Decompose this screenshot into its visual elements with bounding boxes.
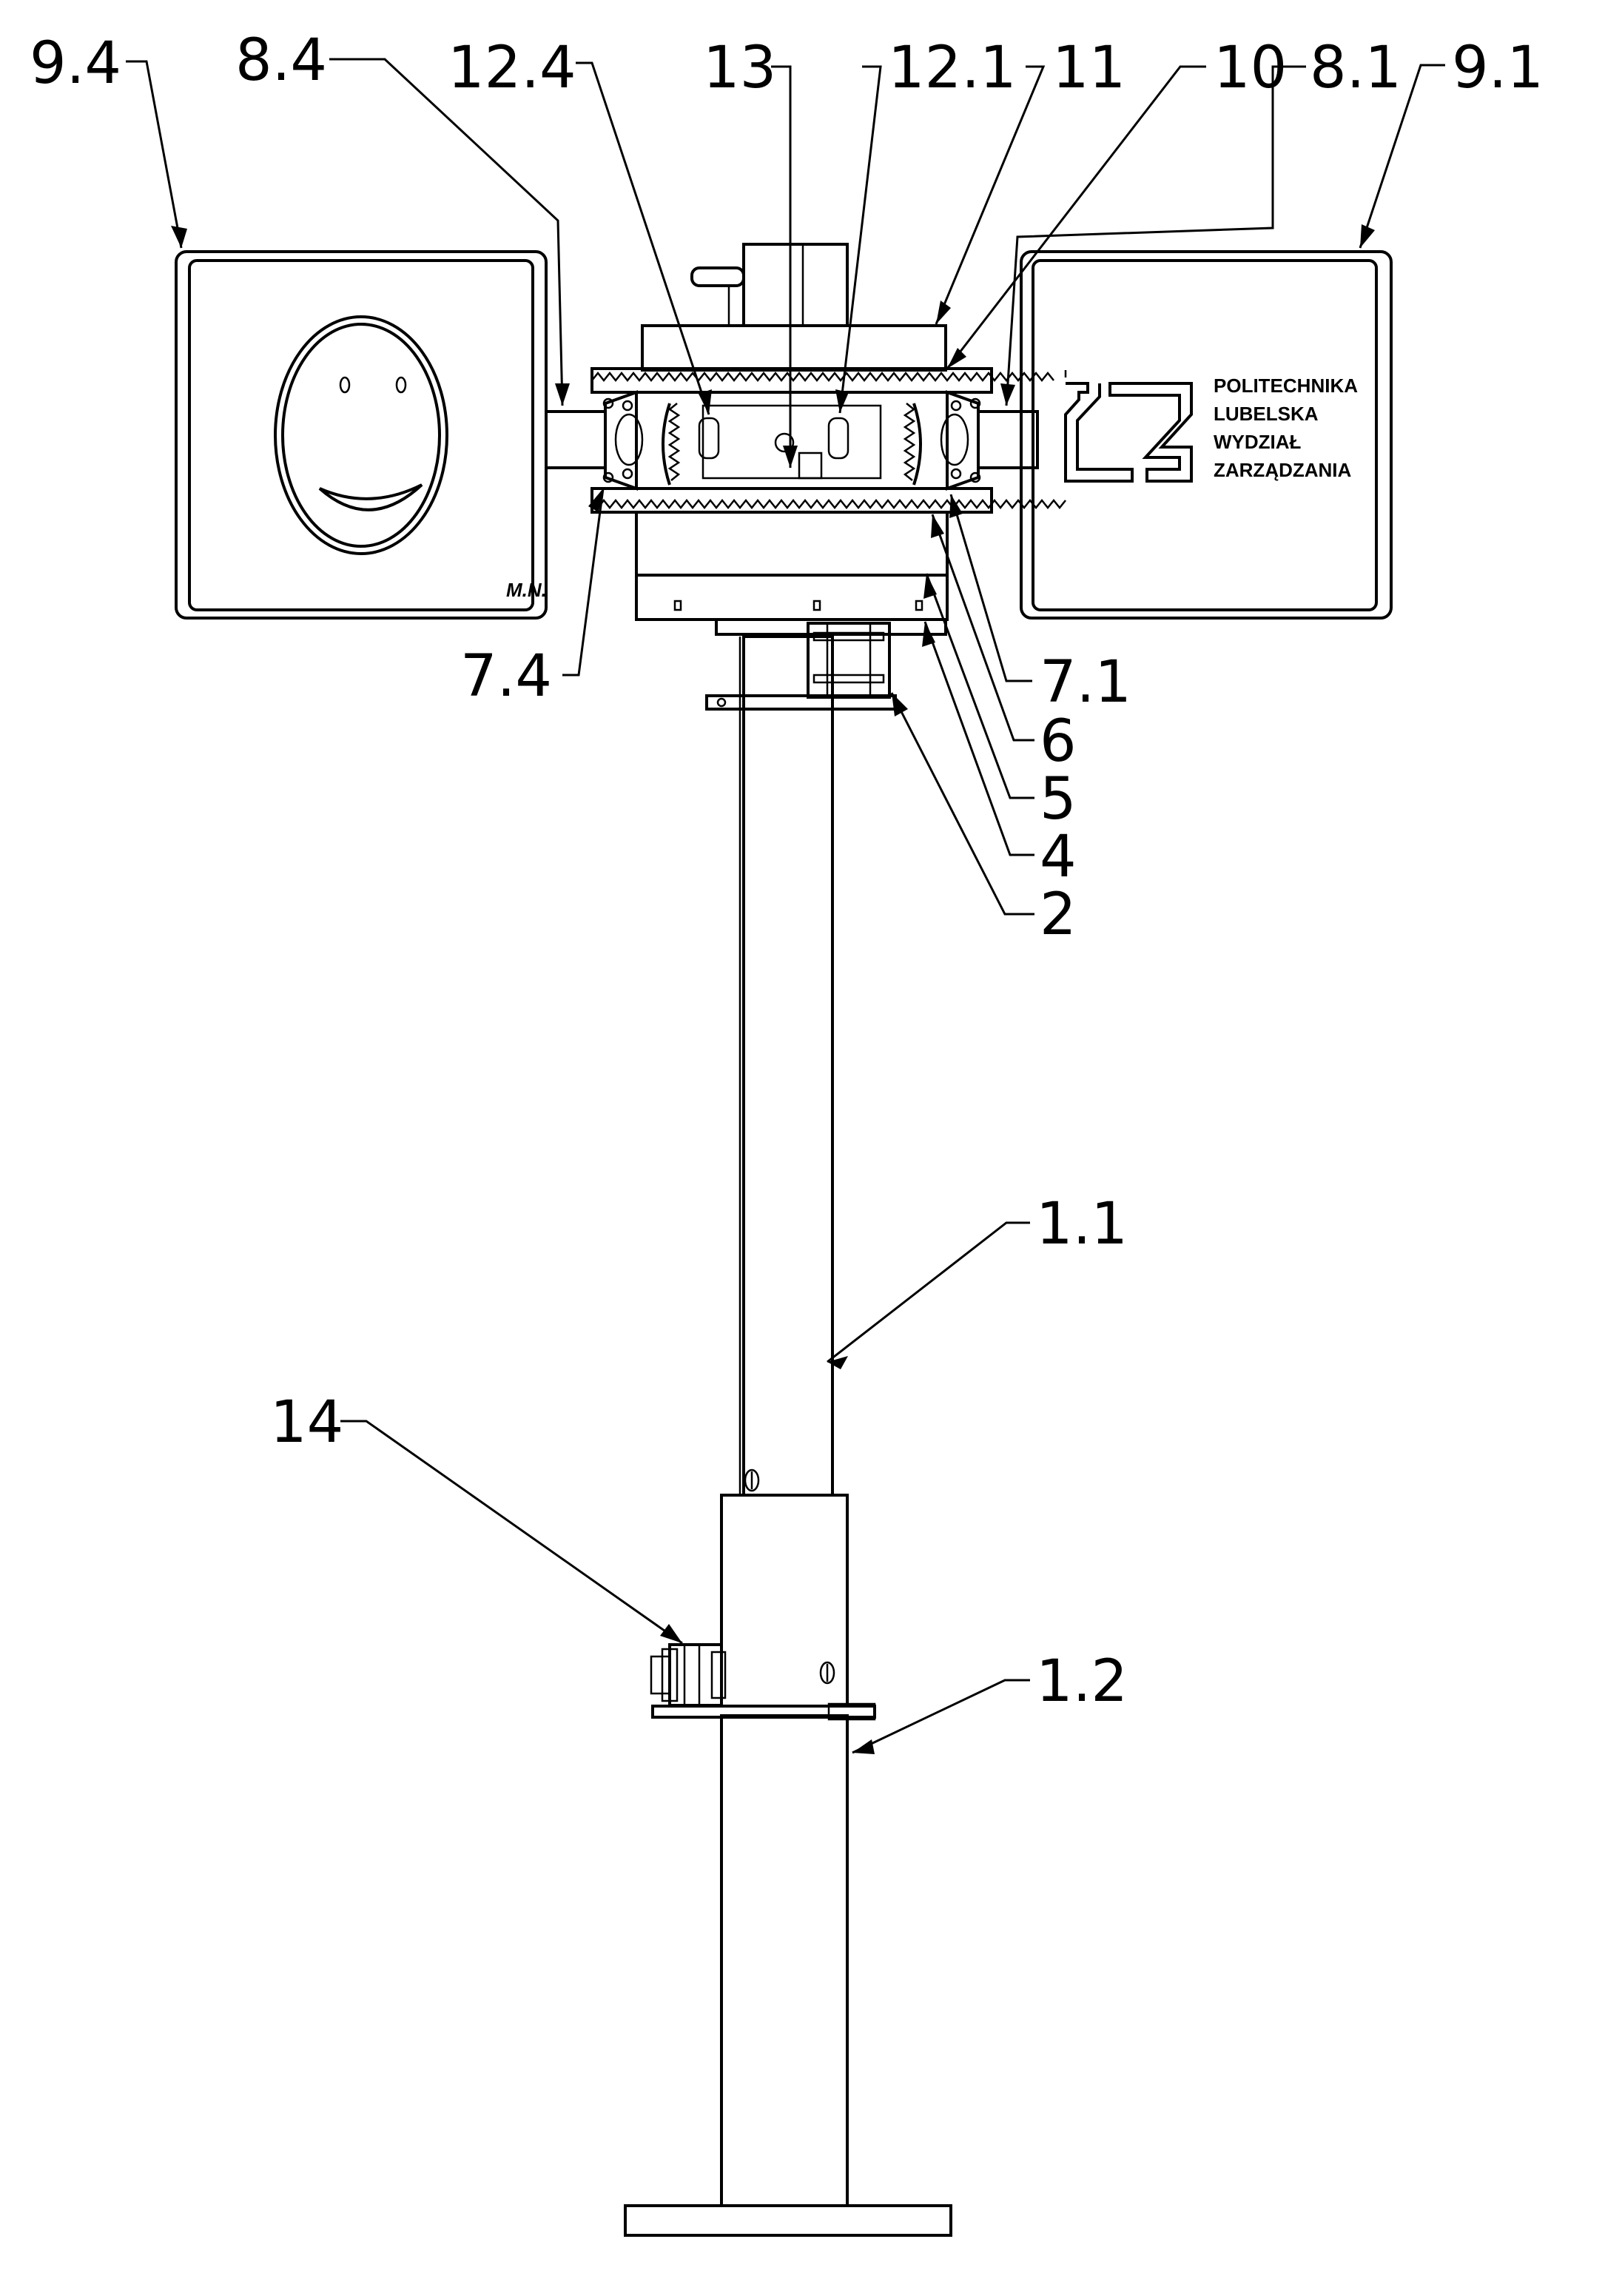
label-12-4: 12.4 xyxy=(448,35,576,101)
label-1-1: 1.1 xyxy=(1036,1191,1128,1258)
label-2: 2 xyxy=(1040,882,1077,948)
gear-teeth-icon xyxy=(591,498,1066,510)
right-panel-9-1: POLITECHNIKA LUBELSKA WYDZIAŁ ZARZĄDZANI… xyxy=(1020,250,1393,620)
motor-14 xyxy=(650,1643,727,1707)
label-6: 6 xyxy=(1040,708,1077,775)
upper-bevel-gear-10 xyxy=(590,367,1054,394)
lower-housing-5 xyxy=(635,511,949,621)
mount-bracket xyxy=(651,1702,876,1721)
label-5: 5 xyxy=(1040,766,1077,833)
lower-bevel-gear-6 xyxy=(590,487,1066,514)
label-4: 4 xyxy=(1040,824,1077,890)
pinion-gear-12-1 xyxy=(827,403,922,486)
label-7-1: 7.1 xyxy=(1040,649,1131,716)
base-plate xyxy=(624,2204,952,2237)
gear-teeth-icon xyxy=(591,371,1054,383)
logo-line-1: POLITECHNIKA xyxy=(1214,375,1358,397)
label-8-1: 8.1 xyxy=(1310,35,1402,101)
right-shaft-8-1 xyxy=(940,390,1039,491)
label-13: 13 xyxy=(703,35,776,101)
signature-text: M.N. xyxy=(506,579,547,601)
label-9-4: 9.4 xyxy=(30,30,121,97)
logo-line-2: LUBELSKA xyxy=(1214,403,1319,425)
left-shaft-8-4 xyxy=(545,390,644,491)
logo-line-4: ZARZĄDZANIA xyxy=(1214,459,1352,481)
label-1-2: 1.2 xyxy=(1036,1648,1128,1715)
smiley-face-icon xyxy=(274,315,448,555)
left-panel-9-4: M.N. xyxy=(175,250,548,620)
gear-chamber xyxy=(635,391,949,490)
top-cap xyxy=(690,243,849,327)
reference-labels: 9.4 8.4 12.4 13 12.1 11 10 8.1 9.1 7.4 7… xyxy=(30,27,1544,1715)
label-11: 11 xyxy=(1052,35,1125,101)
leader-lines xyxy=(126,58,1445,1754)
pole-sleeve xyxy=(720,1494,849,1708)
label-12-1: 12.1 xyxy=(888,35,1017,101)
pinion-gear-12-4 xyxy=(662,403,720,486)
label-8-4: 8.4 xyxy=(235,27,327,94)
label-9-1: 9.1 xyxy=(1452,35,1544,101)
lower-pole-tube xyxy=(720,1714,849,2207)
label-14: 14 xyxy=(270,1389,343,1456)
university-logo-icon xyxy=(1064,370,1193,483)
upper-pole-tube xyxy=(738,635,834,1497)
logo-line-3: WYDZIAŁ xyxy=(1214,431,1302,453)
label-10: 10 xyxy=(1214,35,1287,101)
label-7-4: 7.4 xyxy=(460,643,552,710)
